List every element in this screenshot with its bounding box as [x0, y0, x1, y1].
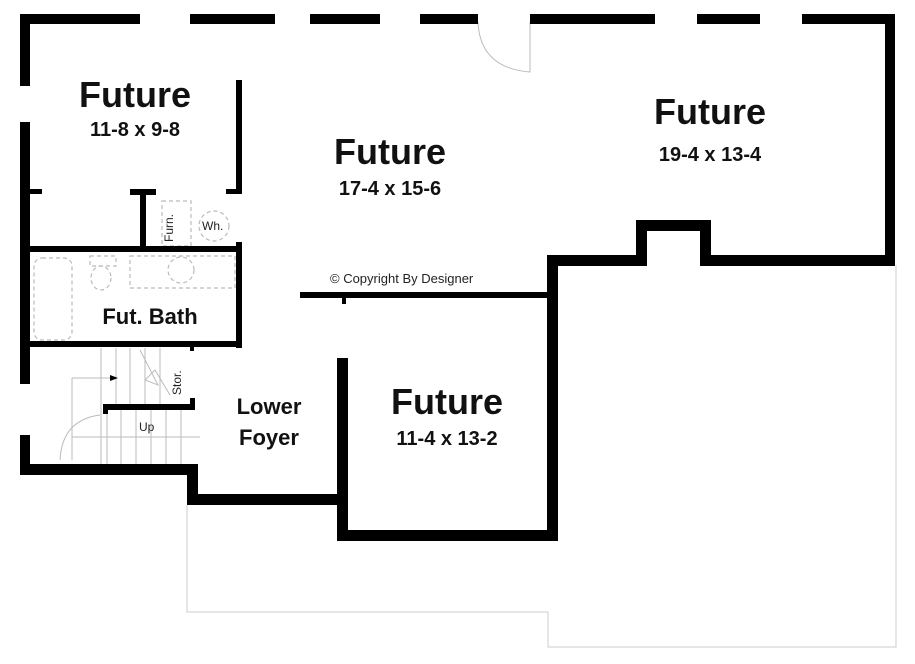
walls: [20, 14, 895, 541]
room-size: 19-4 x 13-4: [658, 144, 762, 166]
stairs: [59, 348, 200, 465]
water-heater-label: Wh.: [202, 219, 224, 233]
room-size: 11-4 x 13-2: [396, 428, 498, 450]
bathtub: [33, 257, 73, 341]
foyer-label-line2: Foyer: [239, 425, 299, 450]
door-swing: [477, 21, 531, 73]
foyer-label-line1: Lower: [236, 394, 302, 419]
fixtures: [33, 200, 236, 341]
room-name: Future: [391, 381, 503, 422]
water-heater: [198, 210, 230, 242]
furnace-label: Furn.: [162, 213, 176, 242]
room-size: 11-8 x 9-8: [89, 119, 181, 141]
furnace: [161, 200, 192, 247]
stairs-arrow-icon: [110, 375, 118, 381]
toilet-bowl: [90, 265, 112, 291]
toilet-tank: [89, 255, 117, 267]
room-name: Future: [334, 131, 446, 172]
room-name: Future: [654, 91, 766, 132]
bath-label: Fut. Bath: [102, 304, 198, 329]
copyright-text: © Copyright By Designer: [330, 271, 474, 286]
storage-label: Stor.: [170, 370, 184, 395]
sink: [167, 256, 195, 284]
stairs-label: Up: [139, 420, 155, 434]
vanity: [129, 255, 236, 289]
site-outline: [186, 265, 897, 648]
room-name: Future: [79, 74, 191, 115]
room-size: 17-4 x 15-6: [338, 178, 442, 200]
